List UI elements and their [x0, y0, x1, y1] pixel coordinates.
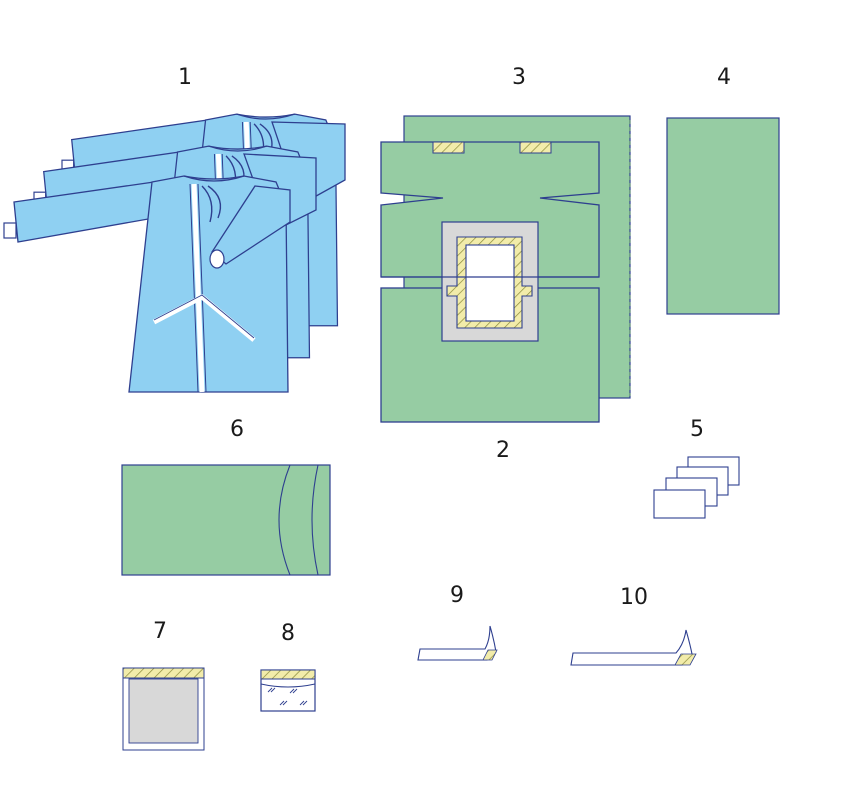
label-table-cover: 6 — [230, 417, 244, 442]
label-pouch-small: 8 — [281, 621, 295, 646]
label-upper-drape: 3 — [512, 65, 526, 90]
label-tape-short: 9 — [450, 583, 464, 608]
lower-drape — [380, 141, 600, 423]
label-small-drape: 4 — [717, 65, 731, 90]
towel-stack — [653, 456, 740, 519]
short-tape — [417, 625, 498, 661]
long-tape — [570, 629, 697, 666]
label-lower-drape: 2 — [496, 438, 510, 463]
label-towels: 5 — [690, 417, 704, 442]
small-pouch — [260, 669, 316, 712]
gown-front — [4, 176, 291, 392]
gown-stack — [4, 114, 346, 392]
table-cover — [121, 464, 331, 576]
large-pouch — [122, 667, 205, 751]
label-pouch-large: 7 — [153, 619, 167, 644]
label-tape-long: 10 — [620, 585, 648, 610]
label-gowns: 1 — [178, 65, 192, 90]
small-drape — [666, 117, 780, 315]
